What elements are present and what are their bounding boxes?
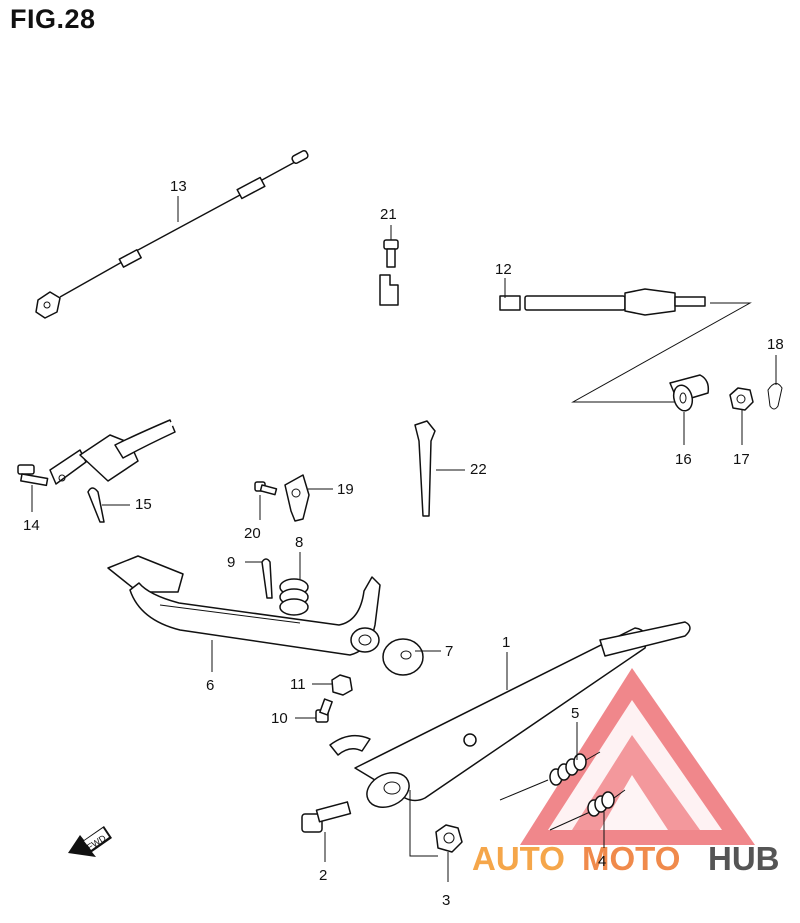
- part-17-nut[interactable]: [729, 387, 754, 411]
- figure-title: FIG.28: [10, 4, 96, 34]
- watermark-text-hub: HUB: [708, 840, 780, 877]
- part-14-bolt[interactable]: [17, 464, 49, 487]
- part-18-clip[interactable]: [767, 383, 783, 410]
- label-22: 22: [470, 461, 487, 478]
- label-5: 5: [571, 705, 579, 722]
- label-10: 10: [271, 710, 288, 727]
- label-4: 4: [598, 853, 606, 870]
- part-3-nut[interactable]: [435, 824, 463, 853]
- part-9-pin[interactable]: [261, 558, 273, 599]
- part-19-bracket[interactable]: [284, 474, 310, 522]
- part-22-cable-tie[interactable]: [414, 420, 436, 517]
- part-21-bolt[interactable]: [383, 239, 399, 268]
- fwd-direction-arrow: [68, 826, 112, 857]
- part-2-pivot-bolt[interactable]: [301, 801, 352, 833]
- part-4-spring[interactable]: [549, 789, 626, 831]
- watermark-text-auto: AUTO: [472, 840, 565, 877]
- label-12: 12: [495, 261, 512, 278]
- part-20-bolt[interactable]: [254, 481, 278, 496]
- watermark-text-moto: MOTO: [582, 840, 680, 877]
- part-1-side-stand[interactable]: [329, 621, 691, 814]
- part-16-sleeve[interactable]: [669, 374, 710, 413]
- part-8-spring[interactable]: [279, 578, 309, 616]
- label-15: 15: [135, 496, 152, 513]
- label-2: 2: [319, 867, 327, 884]
- label-7: 7: [445, 643, 453, 660]
- label-9: 9: [227, 554, 235, 571]
- leader-guide-3: [409, 790, 438, 857]
- label-19: 19: [337, 481, 354, 498]
- label-3: 3: [442, 892, 450, 909]
- label-14: 14: [23, 517, 40, 534]
- part-6-brake-pedal[interactable]: [107, 555, 381, 656]
- label-1: 1: [502, 634, 510, 651]
- label-18: 18: [767, 336, 784, 353]
- part-12-cable[interactable]: [49, 274, 706, 485]
- label-16: 16: [675, 451, 692, 468]
- label-8: 8: [295, 534, 303, 551]
- part-13-cable[interactable]: [35, 150, 309, 319]
- label-13: 13: [170, 178, 187, 195]
- part-11-nut[interactable]: [331, 674, 353, 696]
- label-20: 20: [244, 525, 261, 542]
- assembly-guide-line: [571, 302, 752, 403]
- label-6: 6: [206, 677, 214, 694]
- part-7-washer[interactable]: [382, 638, 424, 676]
- label-17: 17: [733, 451, 750, 468]
- label-11: 11: [290, 676, 306, 693]
- part-15-cotter-pin[interactable]: [87, 487, 105, 523]
- label-21: 21: [380, 206, 397, 223]
- part-10-bolt[interactable]: [315, 698, 333, 723]
